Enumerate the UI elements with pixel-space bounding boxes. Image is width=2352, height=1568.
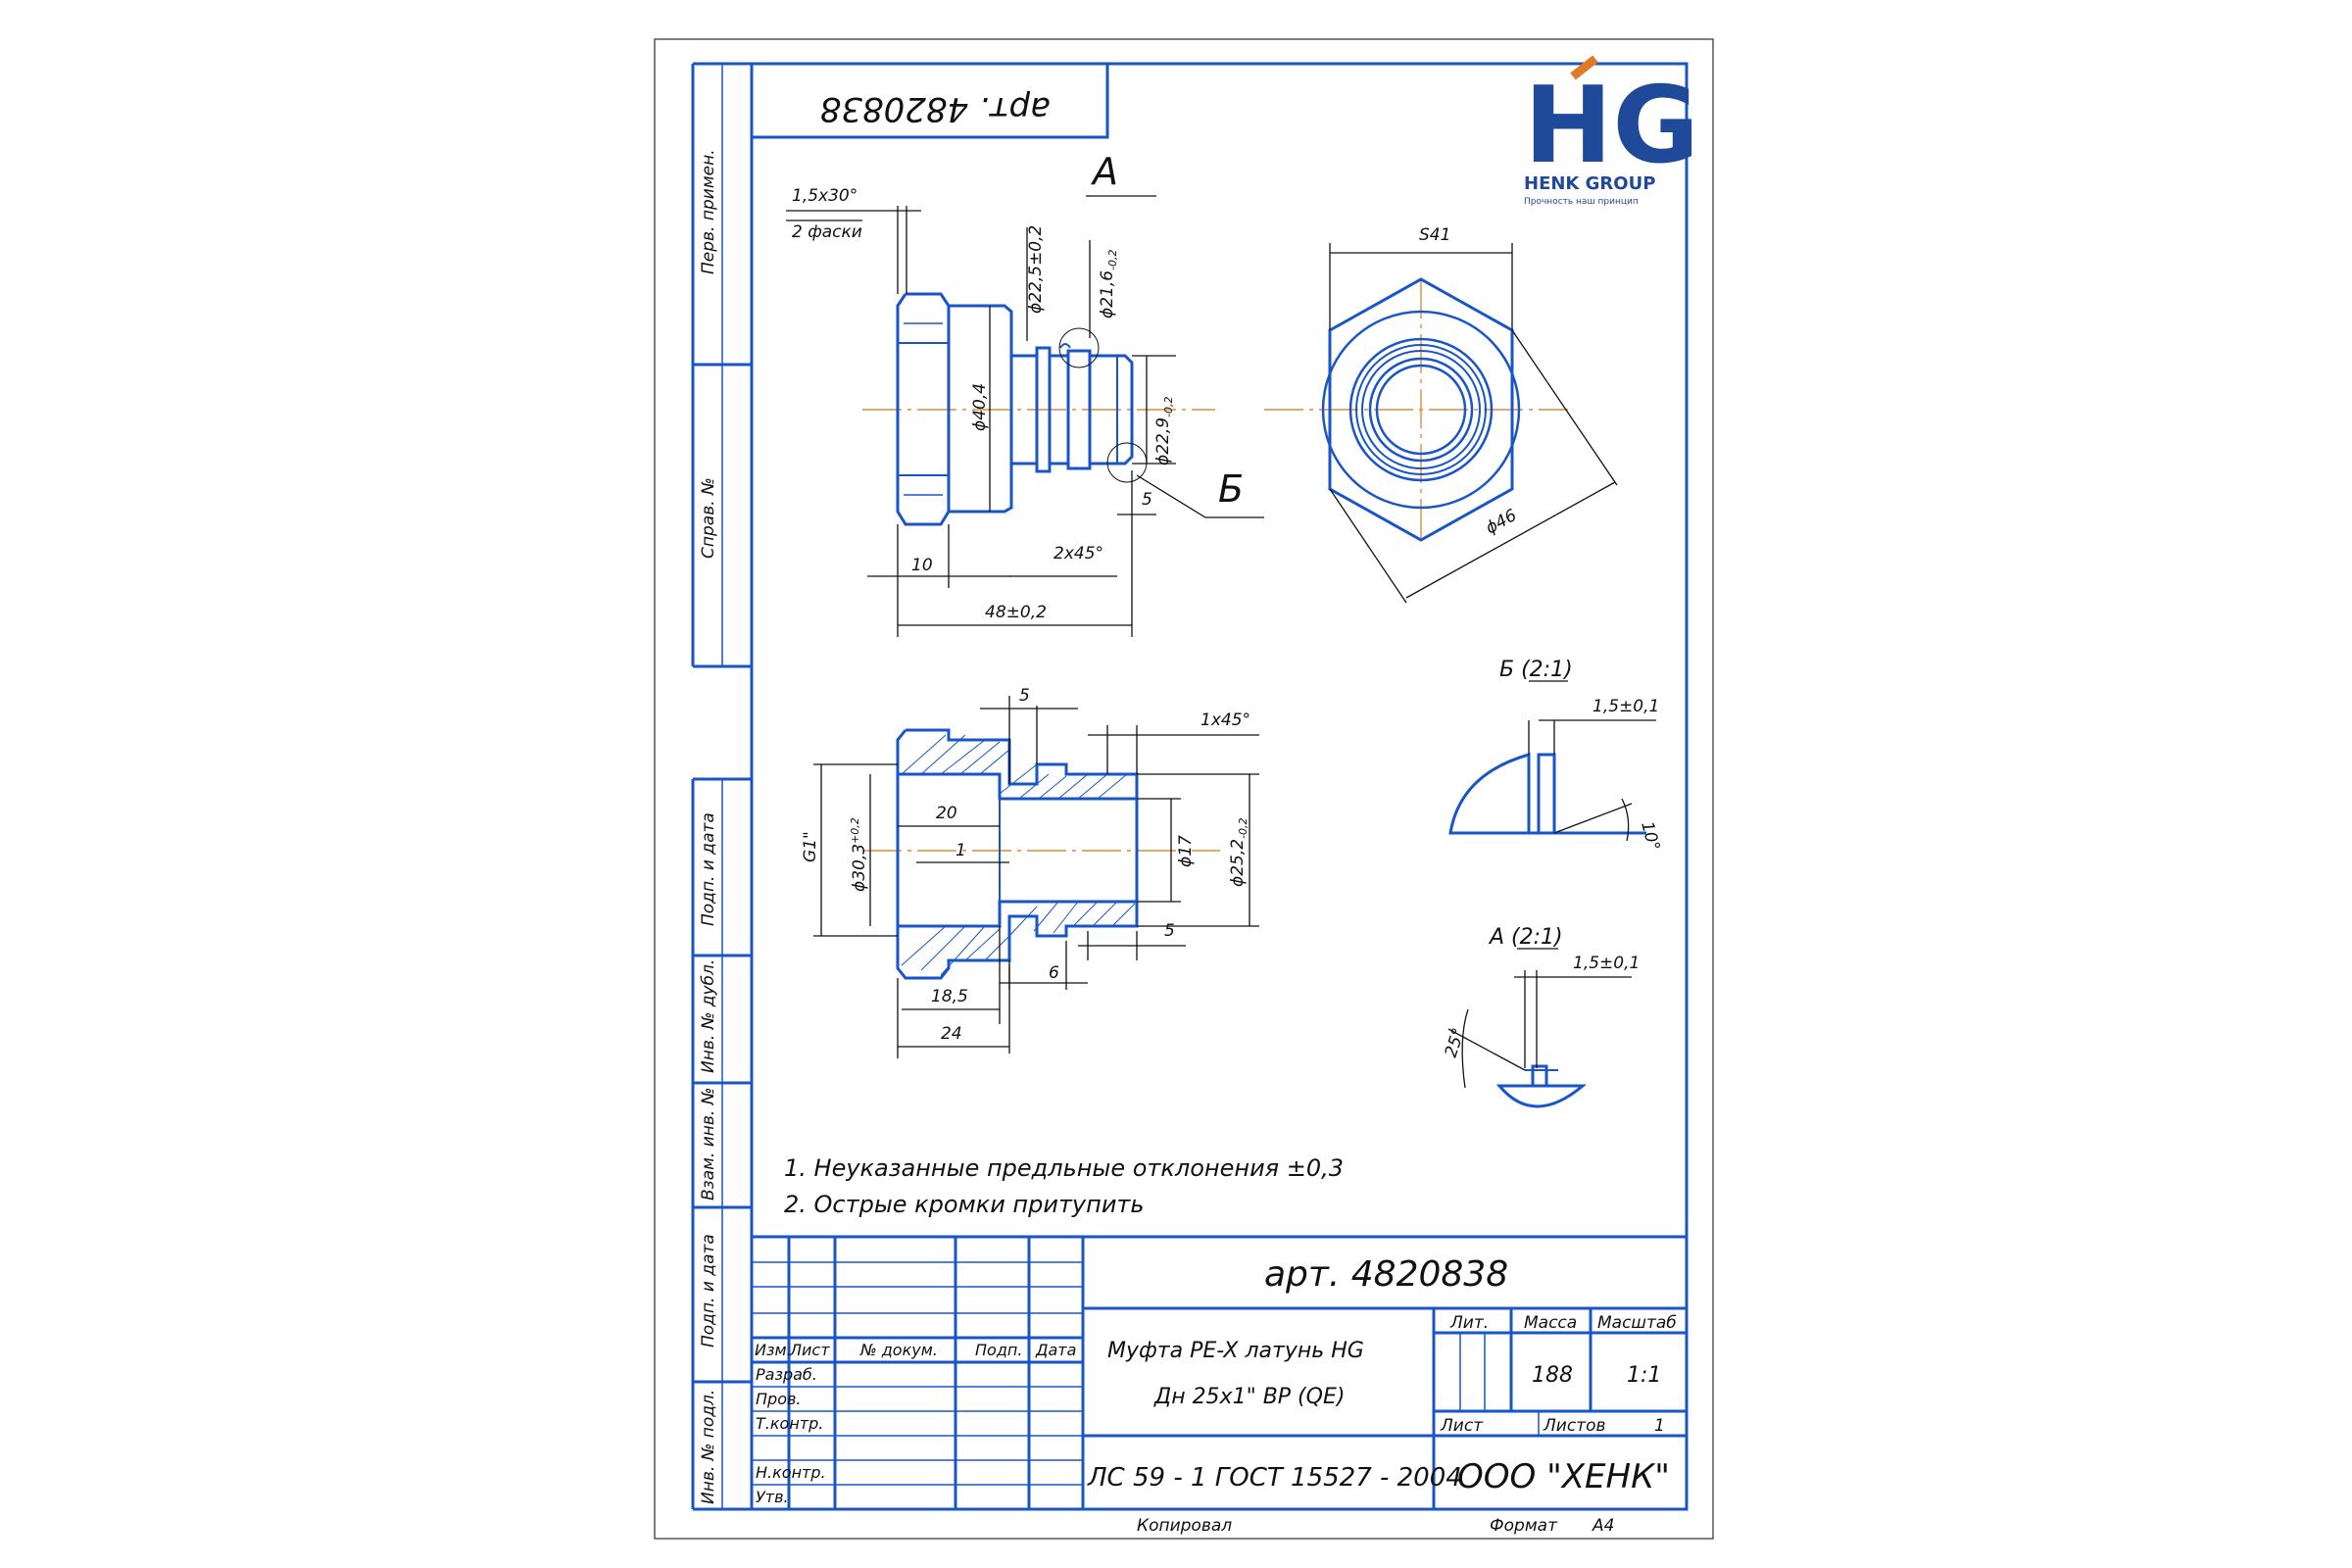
outer-border (654, 38, 1714, 1540)
article-mirrored-text: арт. 4820838 (820, 89, 1051, 128)
dim-d216: ϕ21,6-0,2 (1098, 249, 1119, 318)
dim-d225: ϕ22,5±0,2 (1026, 225, 1046, 314)
product-name-line2: Дн 25x1" ВР (QE) (1153, 1385, 1345, 1409)
dim-five-c: 5 (1164, 921, 1175, 941)
col-data: Дата (1035, 1341, 1076, 1359)
dim-d303: ϕ30,3+0,2 (849, 817, 869, 892)
title-block: Изм. Лист № докум. Подп. Дата Разраб. Пр… (752, 1235, 1687, 1536)
detail-b-angle: 10° (1637, 819, 1663, 853)
row-utv: Утв. (756, 1488, 789, 1506)
side-label-inv-dubl: Инв. № дубл. (699, 959, 718, 1073)
dim-d17: ϕ17 (1176, 835, 1196, 867)
dim-d185: 18,5 (931, 987, 968, 1006)
dim-twenty: 20 (936, 804, 957, 823)
section-view-dimensions: 5 1x45° G1" ϕ30,3+0,2 20 1 ϕ17 ϕ25,2-0,2… (801, 686, 1259, 1058)
dim-d46: ϕ46 (1483, 506, 1521, 539)
end-view-hex (1264, 277, 1568, 542)
side-label-podp-data-2: Подп. и дата (699, 1234, 718, 1348)
detail-b-title: Б (2:1) (1499, 658, 1573, 682)
side-label-vzam-inv: Взам. инв. № (699, 1088, 718, 1200)
dim-ten: 10 (911, 556, 933, 575)
section-b-label: Б (1218, 467, 1244, 511)
dim-one: 1 (956, 841, 966, 860)
side-label-podp-data-1: Подп. и дата (699, 812, 718, 926)
dim-two45: 2x45° (1054, 544, 1103, 564)
dim-d24: 24 (941, 1024, 962, 1044)
dim-d229: ϕ22,9-0,2 (1153, 396, 1175, 466)
side-label-inv-podl: Инв. № подл. (699, 1390, 718, 1504)
detail-b: Б (2:1) 1,5±0,1 10° (1448, 658, 1663, 853)
detail-a-title: А (2:1) (1488, 925, 1563, 950)
label-lit: Лит. (1449, 1313, 1489, 1333)
dim-d404: ϕ40,4 (970, 383, 990, 431)
section-hatch-bottom (901, 901, 1136, 976)
mass-value: 188 (1532, 1363, 1573, 1388)
label-listov: Листов (1543, 1416, 1606, 1436)
drawing-frame (750, 62, 1689, 1511)
note-1: 1. Неуказанные предльные отклонения ±0,3 (784, 1154, 1344, 1182)
technical-notes: 1. Неуказанные предльные отклонения ±0,3… (784, 1154, 1344, 1218)
dim-five-a: 5 (1142, 490, 1152, 510)
note-2: 2. Острые кромки притупить (784, 1191, 1145, 1218)
row-tkontr: Т.контр. (756, 1414, 823, 1433)
dim-s41: S41 (1419, 225, 1450, 245)
listov-value: 1 (1654, 1416, 1665, 1436)
label-list: Лист (1440, 1416, 1484, 1436)
henk-group-logo: HG HENK GROUP Прочность наш принцип (1524, 55, 1699, 207)
label-format: Формат (1490, 1516, 1558, 1536)
end-view-dimensions: S41 ϕ46 (1329, 225, 1618, 604)
detail-a: А (2:1) 1,5±0,1 25° (1442, 925, 1640, 1108)
product-name-line1: Муфта PE-X латунь HG (1107, 1339, 1364, 1363)
dim-two-chamfers: 2 фаски (792, 222, 862, 242)
label-massa: Масса (1524, 1313, 1577, 1333)
logo-company-name: HENK GROUP (1524, 173, 1655, 194)
dim-g1: G1" (801, 831, 820, 862)
logo-slogan: Прочность наш принцип (1524, 197, 1639, 207)
side-strip: Перв. примен. Справ. № Подп. и дата Инв.… (691, 62, 752, 1511)
section-a-label: А (1090, 150, 1118, 193)
detail-a-width: 1,5±0,1 (1573, 954, 1640, 973)
col-podp: Подп. (975, 1341, 1022, 1359)
format-value: А4 (1592, 1516, 1614, 1536)
label-kopiroval: Копировал (1137, 1516, 1232, 1536)
side-label-perv-primen: Перв. примен. (699, 149, 718, 274)
col-list: Лист (789, 1341, 830, 1359)
dim-five-b: 5 (1019, 686, 1030, 706)
row-razrab: Разраб. (756, 1365, 817, 1384)
title-block-article: арт. 4820838 (1264, 1254, 1508, 1295)
logo-letters: HG (1524, 65, 1699, 187)
col-dokum: № докум. (859, 1341, 938, 1359)
side-label-sprav: Справ. № (699, 477, 718, 559)
front-view (862, 292, 1215, 526)
row-nkontr: Н.контр. (756, 1463, 826, 1482)
article-stamp-mirrored: арт. 4820838 (752, 64, 1109, 139)
section-hatch-top (901, 734, 1128, 800)
dim-six: 6 (1049, 963, 1059, 983)
col-izm: Изм. (755, 1341, 792, 1359)
detail-b-width: 1,5±0,1 (1592, 697, 1659, 716)
material-spec: ЛС 59 - 1 ГОСТ 15527 - 2004 (1087, 1463, 1462, 1493)
dim-len48: 48±0,2 (985, 603, 1047, 622)
company-name: ООО "ХЕНК" (1457, 1457, 1670, 1496)
dim-d252: ϕ25,2-0,2 (1228, 817, 1250, 887)
dim-chamfer: 1,5x30° (792, 186, 858, 206)
section-view (862, 728, 1220, 980)
label-masshtab: Масштаб (1597, 1313, 1677, 1333)
dim-one45: 1x45° (1200, 710, 1250, 730)
front-view-dimensions: 1,5x30° 2 фаски А ϕ22,5±0,2 ϕ21,6-0,2 ϕ4… (786, 150, 1264, 637)
detail-a-angle: 25° (1442, 1026, 1469, 1060)
scale-value: 1:1 (1627, 1363, 1661, 1388)
row-prov: Пров. (756, 1390, 802, 1408)
